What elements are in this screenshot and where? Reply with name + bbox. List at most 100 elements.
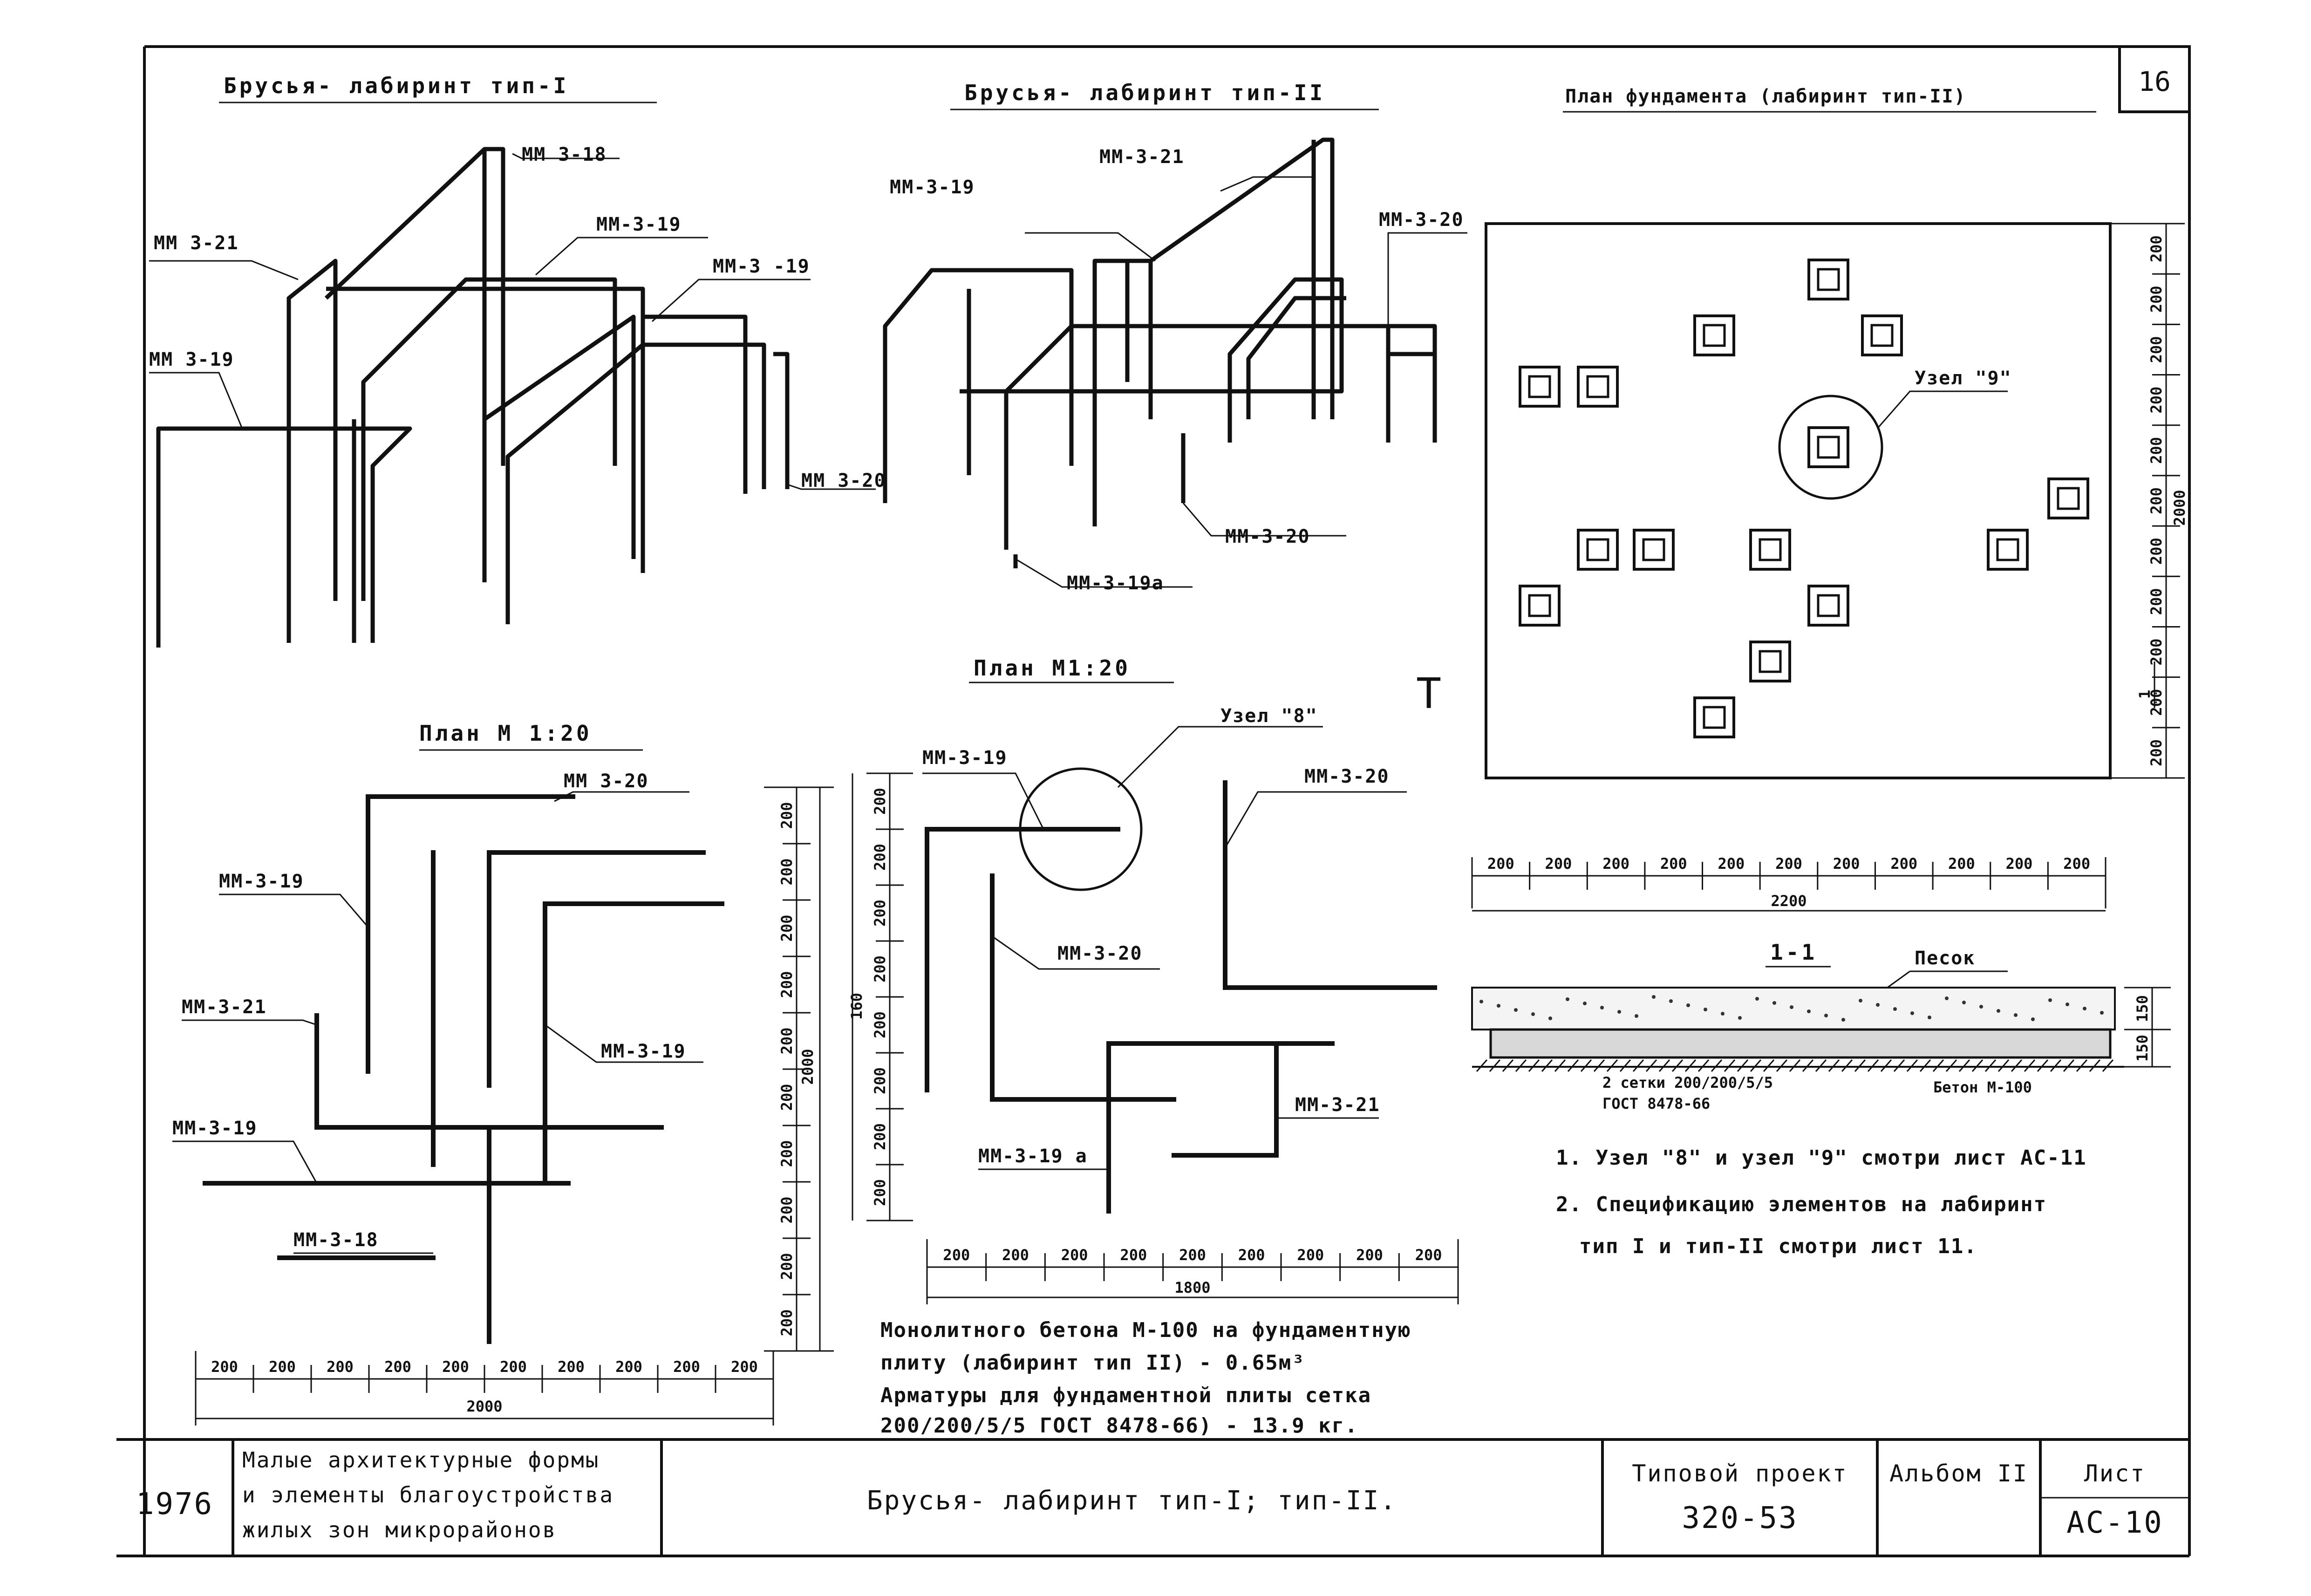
dim-value: 200 [778, 1140, 796, 1167]
dim-value: 200 [2147, 588, 2165, 615]
sand-dot [1583, 1002, 1587, 1005]
dim-value: 200 [442, 1358, 469, 1376]
foundation-pad-core [1996, 538, 2019, 561]
hatch-line [2037, 1059, 2049, 1072]
sand-dot [1704, 1008, 1707, 1011]
node-8-label: Узел "8" [1220, 705, 1318, 727]
foundation-pad-core [1759, 650, 1782, 673]
note-2: 2. Спецификацию элементов на лабиринт [1556, 1193, 2047, 1216]
dim-value: 200 [2147, 437, 2165, 464]
iso2-label-mm3-20-b: ММ-3-20 [1225, 526, 1310, 547]
sand-dot [2048, 998, 2052, 1002]
dim-value: 200 [778, 915, 796, 942]
sand-dot [1497, 1004, 1500, 1008]
hatch-line [1711, 1059, 1723, 1072]
dim-value: 200 [2147, 639, 2165, 666]
plan1-side-total: 2000 [799, 1049, 817, 1084]
plan-type2-title: План М1:20 [974, 655, 1131, 681]
dim-value: 200 [327, 1358, 354, 1376]
plan2-label-mm3-20-a: ММ-3-20 [1057, 943, 1143, 964]
dim-value: 200 [1002, 1246, 1029, 1264]
mesh-label: 2 сетки 200/200/5/5 [1602, 1074, 1773, 1091]
dim-value: 200 [500, 1358, 527, 1376]
sand-dot [1841, 1018, 1845, 1022]
project-label: Типовой проект [1632, 1460, 1847, 1487]
foundation-blocks [1519, 259, 2089, 738]
dim-value: 200 [871, 788, 889, 815]
hatch-line [1580, 1059, 1592, 1072]
dim-value: 200 [731, 1358, 758, 1376]
dim-value: 200 [2147, 487, 2165, 514]
sand-dot [1928, 1016, 1931, 1019]
hatch-line [1906, 1059, 1918, 1072]
dim-value: 200 [1660, 855, 1687, 873]
hatch-line [1750, 1059, 1762, 1072]
iso2-label-mm3-19: ММ-3-19 [890, 177, 975, 198]
hatch-line [1528, 1059, 1540, 1072]
sheet-label: Лист [2084, 1460, 2146, 1487]
dim-value: 200 [1948, 855, 1975, 873]
sand-dot [1859, 999, 1862, 1003]
plan1-bottom-total: 2000 [466, 1398, 502, 1415]
foundation-pad-core [1586, 375, 1609, 398]
album-label: Альбом II [1889, 1460, 2028, 1487]
plan-type1-title: План М 1:20 [419, 721, 592, 746]
hatch-line [1658, 1059, 1670, 1072]
hatch-line [1919, 1059, 1931, 1072]
hatch-line [2050, 1059, 2062, 1072]
foundation-pad-core [1586, 538, 1609, 561]
foundation-pad-core [1817, 268, 1840, 291]
hatch-line [1632, 1059, 1644, 1072]
dim-value: 200 [778, 1197, 796, 1224]
hatch-line [1789, 1059, 1801, 1072]
dim-value: 200 [871, 900, 889, 927]
materials-line-2: плиту (лабиринт тип II) - 0.65м³ [880, 1351, 1305, 1375]
dim-value: 200 [871, 844, 889, 871]
sand-dot [1738, 1016, 1742, 1020]
dim-value: 200 [778, 1084, 796, 1111]
plan1-label-mm3-20: ММ 3-20 [564, 771, 649, 792]
materials-line-3: Арматуры для фундаментной плиты сетка [880, 1384, 1371, 1407]
dim-value: 200 [778, 1253, 796, 1280]
foundation-pad [1693, 696, 1735, 738]
plan1-label-mm3-19-c: ММ-3-19 [172, 1118, 258, 1139]
dim-value: 200 [211, 1358, 238, 1376]
sand-dot [1600, 1006, 1604, 1009]
foundation-pad [1633, 529, 1675, 571]
hatch-line [1997, 1059, 2010, 1072]
sand-dot [2083, 1007, 2086, 1010]
iso-type1-title: Брусья- лабиринт тип-I [224, 73, 569, 98]
dim-value: 200 [2006, 855, 2033, 873]
hatch-line [1971, 1059, 1984, 1072]
dim-value: 200 [871, 1123, 889, 1150]
plan2-label-mm3-21: ММ-3-21 [1295, 1094, 1380, 1116]
foundation-pad-core [2057, 487, 2080, 510]
plan-type1: План М 1:20 ММ 3-20 ММ-3-19 ММ-3-21 ММ-3… [172, 721, 834, 1425]
hatch-line [1619, 1059, 1631, 1072]
hatch-line [1815, 1059, 1827, 1072]
dim-value: 200 [1718, 855, 1745, 873]
hatch-line [1567, 1059, 1579, 1072]
sand-dot [1548, 1016, 1552, 1020]
hatch-line [2076, 1059, 2088, 1072]
foundation-pad [1749, 641, 1791, 682]
plan1-label-mm3-21: ММ-3-21 [182, 996, 267, 1018]
hatch-line [1737, 1059, 1749, 1072]
hatch-line [1489, 1059, 1501, 1072]
dim-value: 200 [1545, 855, 1572, 873]
iso2-label-mm3-20-a: ММ-3-20 [1379, 209, 1464, 231]
section-top-total: 2200 [1771, 892, 1807, 910]
org-line-1: Малые архитектурные формы [242, 1447, 600, 1473]
hatch-line [1697, 1059, 1710, 1072]
sand-dot [1910, 1011, 1914, 1015]
hatch-line [1776, 1059, 1788, 1072]
hatch-line [1763, 1059, 1775, 1072]
dim-value: 200 [778, 1310, 796, 1337]
dim-value: 200 [1120, 1246, 1147, 1264]
dim-value: 200 [778, 802, 796, 829]
foundation-pad [1807, 426, 1849, 468]
foundation-plan-title: План фундамента (лабиринт тип-II) [1565, 86, 1966, 107]
plan1-label-mm3-19-a: ММ-3-19 [219, 871, 304, 892]
